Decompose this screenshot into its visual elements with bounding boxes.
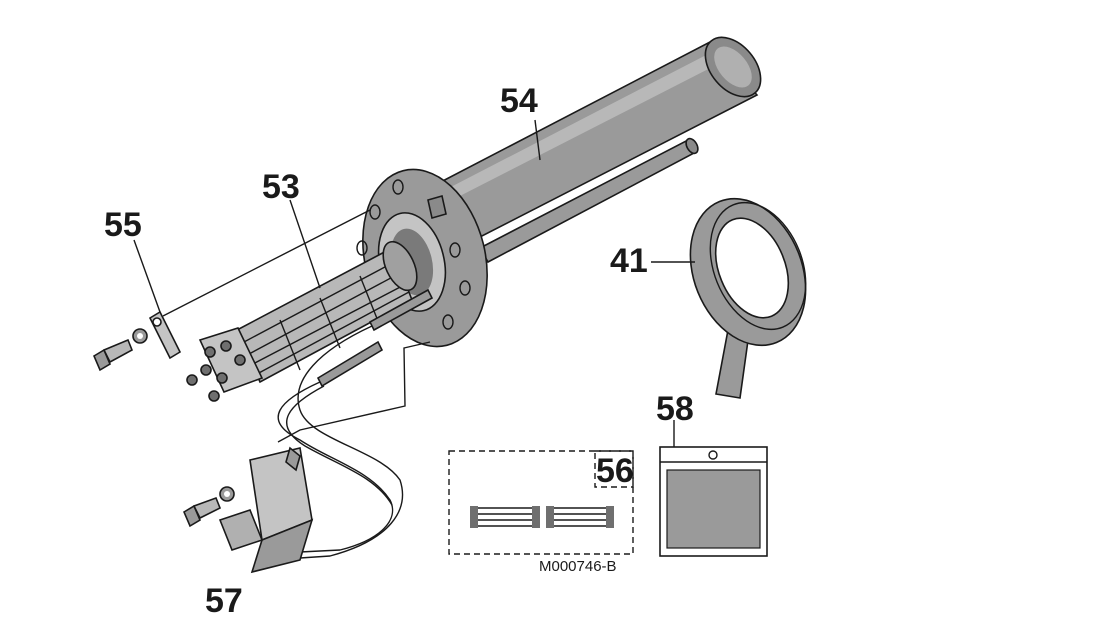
callout-53: 53 (262, 168, 300, 206)
part-41-ring-seal (689, 197, 807, 399)
reference-code: M000746-B (539, 558, 617, 575)
thermostat-probes-and-wires (277, 288, 434, 559)
part-56-probe-kit (448, 450, 634, 555)
callout-55: 55 (104, 206, 142, 244)
part-54-sheath-tube (433, 36, 762, 264)
callout-54: 54 (500, 82, 538, 120)
callout-57: 57 (205, 582, 243, 620)
leader-lines (133, 119, 695, 447)
part-58-bag (659, 446, 768, 557)
part-55-gasket-and-bolt (92, 310, 182, 372)
part-53-heating-element (186, 240, 418, 402)
callout-41: 41 (610, 242, 648, 280)
callout-58: 58 (656, 390, 694, 428)
callout-56: 56 (596, 452, 634, 490)
part-57-thermostat (182, 446, 314, 574)
